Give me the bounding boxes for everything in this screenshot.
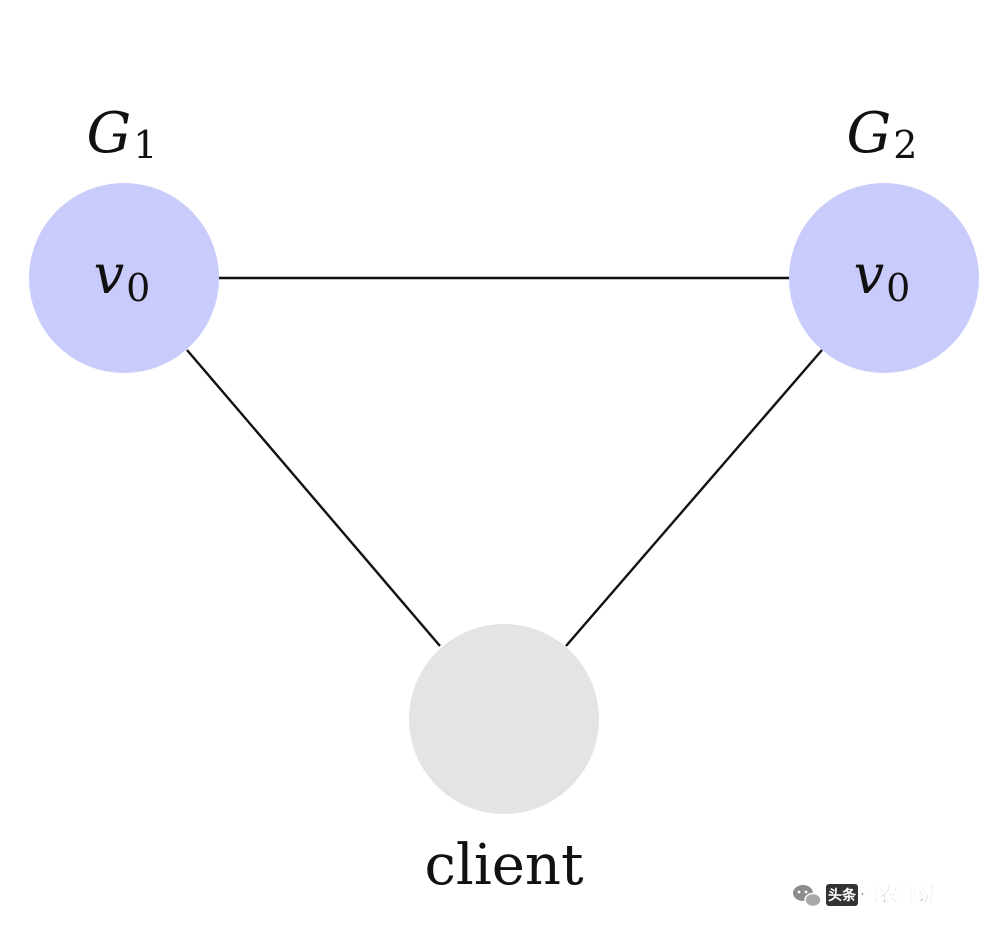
node-g1-circle <box>29 183 219 373</box>
watermark-badge-text: 头条 <box>828 887 857 904</box>
watermark: 头条 码农神说 <box>793 883 936 908</box>
node-g1: G1 v0 <box>29 101 219 373</box>
wechat-icon <box>793 885 822 908</box>
edge-g2-client <box>565 349 823 647</box>
node-label-g1: v0 <box>94 243 151 310</box>
node-g2-circle <box>789 183 979 373</box>
watermark-text: 码农神说 <box>860 883 936 906</box>
node-label-g2: v0 <box>854 243 911 310</box>
client-label: client <box>425 833 584 898</box>
watermark-badge <box>826 884 858 906</box>
group-label-g2: G2 <box>847 101 918 167</box>
group-label-g1: G1 <box>87 101 158 167</box>
node-g2: G2 v0 <box>789 101 979 373</box>
edge-g1-client <box>186 349 441 647</box>
node-client: client <box>409 624 599 898</box>
node-client-circle <box>409 624 599 814</box>
